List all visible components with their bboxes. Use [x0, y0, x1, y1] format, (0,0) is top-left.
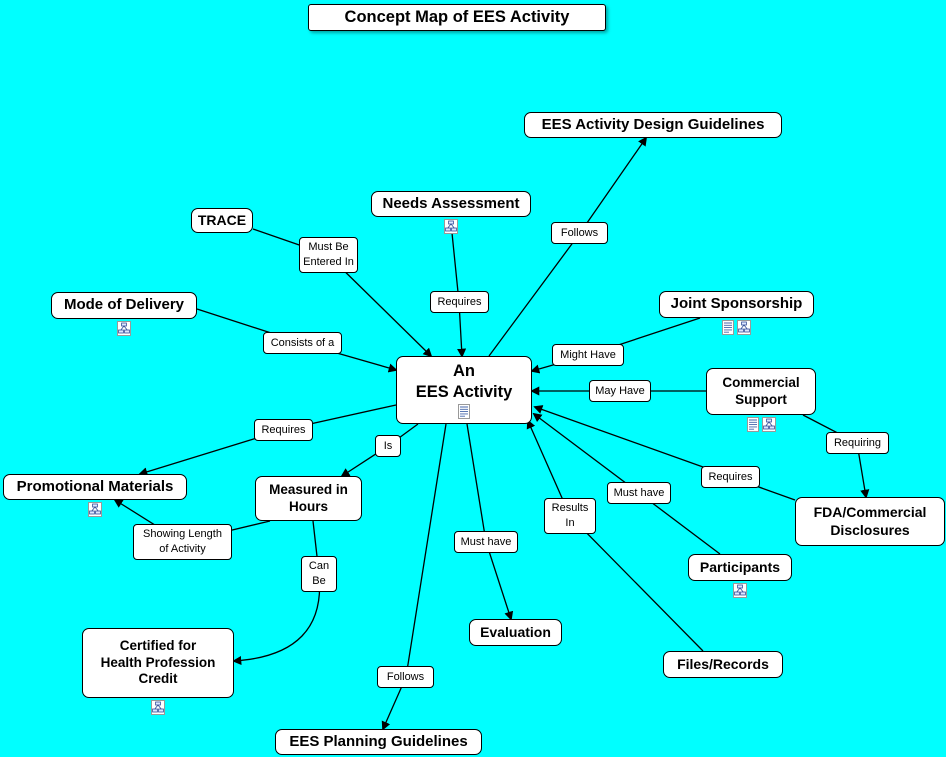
- node-label: FDA/Commercial Disclosures: [813, 504, 927, 538]
- node-label: EES Activity Design Guidelines: [541, 115, 765, 133]
- node-label: Certified for Health Profession Credit: [100, 638, 216, 687]
- link-label-results-in[interactable]: Results In: [544, 498, 596, 534]
- node-attachments: [733, 583, 747, 598]
- node-attachments: [117, 321, 131, 336]
- node-label: An EES Activity: [415, 362, 513, 401]
- node-files-records[interactable]: Files/Records: [663, 651, 783, 678]
- link-text: Must have: [460, 535, 512, 548]
- link-label-requires-promotional[interactable]: Requires: [254, 419, 313, 441]
- node-label: Files/Records: [677, 655, 769, 672]
- node-label: Mode of Delivery: [63, 296, 185, 314]
- link-text: Showing Length of Activity: [143, 528, 222, 555]
- link-label-requires-fda[interactable]: Requires: [701, 466, 760, 488]
- concept-map-icon[interactable]: [444, 219, 458, 234]
- link-text: Consists of a: [270, 336, 335, 349]
- node-label: Measured in Hours: [269, 482, 348, 514]
- node-attachments: [746, 417, 776, 432]
- node-attachments: [444, 219, 458, 234]
- node-joint-sponsorship[interactable]: Joint Sponsorship: [659, 291, 814, 318]
- link-text: Must have: [613, 486, 665, 499]
- text-document-icon[interactable]: [458, 403, 470, 419]
- link-label-follows-design[interactable]: Follows: [551, 222, 608, 244]
- concept-map-icon[interactable]: [88, 502, 102, 517]
- link-label-showing-length[interactable]: Showing Length of Activity: [133, 524, 232, 560]
- link-label-may-have[interactable]: May Have: [589, 380, 651, 402]
- node-label: Evaluation: [480, 623, 551, 640]
- text-document-icon[interactable]: [746, 417, 759, 432]
- link-label-must-be-entered-in[interactable]: Must Be Entered In: [299, 237, 358, 273]
- concept-map-icon[interactable]: [761, 417, 776, 432]
- node-commercial-support[interactable]: Commercial Support: [706, 368, 816, 415]
- node-attachments: [88, 502, 102, 517]
- link-text: Requires: [437, 295, 482, 308]
- text-document-icon[interactable]: [722, 320, 734, 335]
- node-label: Promotional Materials: [16, 477, 174, 495]
- link-label-must-have-evaluation[interactable]: Must have: [454, 531, 518, 553]
- link-label-follows-planning[interactable]: Follows: [377, 666, 434, 688]
- node-label: Needs Assessment: [382, 194, 520, 212]
- node-attachments: [151, 700, 165, 715]
- link-label-requires-needs[interactable]: Requires: [430, 291, 489, 313]
- link-label-might-have[interactable]: Might Have: [552, 344, 624, 366]
- node-attachments: [722, 320, 751, 335]
- link-label-can-be[interactable]: Can Be: [301, 556, 337, 592]
- node-label: EES Planning Guidelines: [289, 732, 468, 750]
- link-text: Requires: [261, 423, 306, 436]
- link-label-requiring[interactable]: Requiring: [826, 432, 889, 454]
- node-trace[interactable]: TRACE: [191, 208, 253, 233]
- concept-map-icon[interactable]: [117, 321, 131, 336]
- node-mode-of-delivery[interactable]: Mode of Delivery: [51, 292, 197, 319]
- node-fda-commercial-disclosures[interactable]: FDA/Commercial Disclosures: [795, 497, 945, 546]
- link-text: Must Be Entered In: [303, 241, 354, 268]
- concept-map-icon[interactable]: [151, 700, 165, 715]
- node-participants[interactable]: Participants: [688, 554, 792, 581]
- edge-central-evaluation: [466, 423, 514, 621]
- node-ees-planning-guidelines[interactable]: EES Planning Guidelines: [275, 729, 482, 755]
- edge-files-central: [526, 419, 704, 652]
- link-label-is[interactable]: Is: [375, 435, 401, 457]
- link-text: Follows: [560, 226, 599, 239]
- node-label: Participants: [699, 558, 781, 575]
- node-certified-for-health-profession-credit[interactable]: Certified for Health Profession Credit: [82, 628, 234, 698]
- node-promotional-materials[interactable]: Promotional Materials: [3, 474, 187, 500]
- node-needs-assessment[interactable]: Needs Assessment: [371, 191, 531, 217]
- link-label-consists-of-a[interactable]: Consists of a: [263, 332, 342, 354]
- link-text: Results In: [551, 502, 589, 529]
- node-label: TRACE: [197, 211, 247, 228]
- node-label: Joint Sponsorship: [670, 295, 803, 313]
- node-measured-in-hours[interactable]: Measured in Hours: [255, 476, 362, 521]
- concept-map-icon[interactable]: [733, 583, 747, 598]
- node-evaluation[interactable]: Evaluation: [469, 619, 562, 646]
- link-label-must-have-participants[interactable]: Must have: [607, 482, 671, 504]
- link-text: Is: [383, 439, 393, 452]
- map-title-text: Concept Map of EES Activity: [344, 8, 570, 27]
- map-title: Concept Map of EES Activity: [308, 4, 606, 31]
- node-label: Commercial Support: [722, 375, 800, 407]
- node-ees-activity-design-guidelines[interactable]: EES Activity Design Guidelines: [524, 112, 782, 138]
- link-text: Might Have: [560, 348, 616, 361]
- node-an-ees-activity[interactable]: An EES Activity: [396, 356, 532, 424]
- edge-central-design: [488, 136, 648, 357]
- link-text: May Have: [595, 384, 645, 397]
- link-text: Requiring: [833, 436, 882, 449]
- link-text: Can Be: [308, 560, 330, 587]
- link-text: Requires: [708, 470, 753, 483]
- concept-map-icon[interactable]: [737, 320, 751, 335]
- link-text: Follows: [386, 670, 425, 683]
